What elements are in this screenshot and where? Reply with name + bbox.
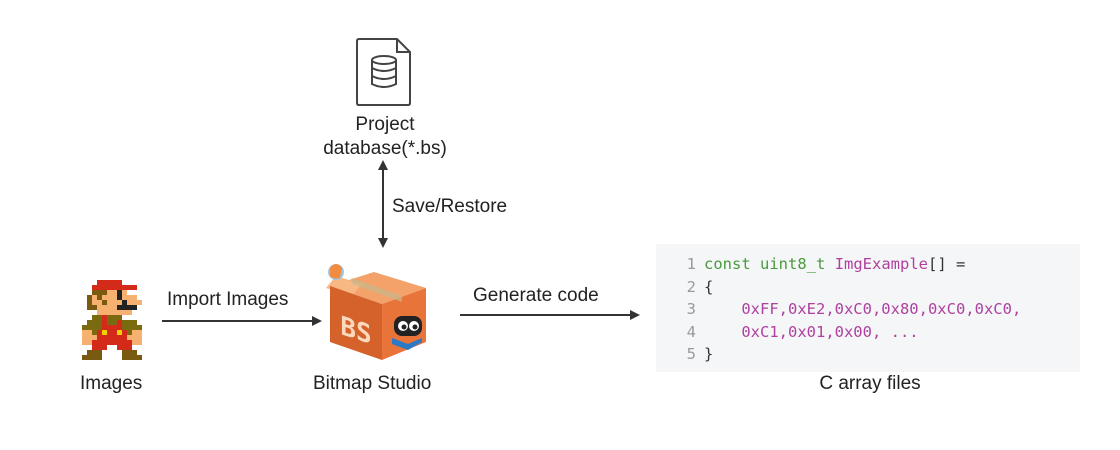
code-text: 0xC1,0x01,0x00, ...: [704, 322, 919, 341]
code-line-2: 2{: [656, 276, 1080, 299]
save-restore-label: Save/Restore: [392, 196, 508, 217]
line-number: 2: [686, 277, 696, 296]
code-text: 0xFF,0xE2,0xC0,0x80,0xC0,0xC0,: [704, 300, 1022, 318]
bitmap-studio-logo-icon: BS: [326, 264, 426, 360]
generate-code-label: Generate code: [473, 285, 599, 306]
code-line-5: 5}: [656, 343, 1080, 366]
import-images-label: Import Images: [167, 289, 289, 310]
mario-sprite-icon: [82, 280, 142, 360]
c-array-label: C array files: [819, 373, 921, 394]
line-number: 5: [686, 345, 696, 363]
code-punct: [] =: [928, 255, 966, 273]
code-text: {: [704, 277, 714, 296]
project-db-line1: Project: [355, 114, 415, 135]
bitmap-studio-label: Bitmap Studio: [313, 373, 432, 394]
code-type: uint8_t: [760, 255, 826, 273]
code-line-3: 3 0xFF,0xE2,0xC0,0x80,0xC0,0xC0,: [656, 298, 1080, 321]
line-number: 3: [686, 300, 696, 318]
images-label: Images: [80, 373, 143, 394]
project-db-label: Project database(*.bs): [300, 113, 470, 161]
project-db-line2: database(*.bs): [323, 138, 447, 159]
code-identifier: ImgExample: [834, 255, 929, 273]
line-number: 1: [686, 255, 696, 273]
line-number: 4: [686, 322, 696, 341]
code-line-1: 1 const uint8_t ImgExample[] =: [656, 253, 1080, 276]
code-text: }: [704, 345, 714, 363]
database-file-icon: [356, 38, 411, 106]
code-line-4: 4 0xC1,0x01,0x00, ...: [656, 321, 1080, 344]
code-keyword: const: [704, 255, 751, 273]
